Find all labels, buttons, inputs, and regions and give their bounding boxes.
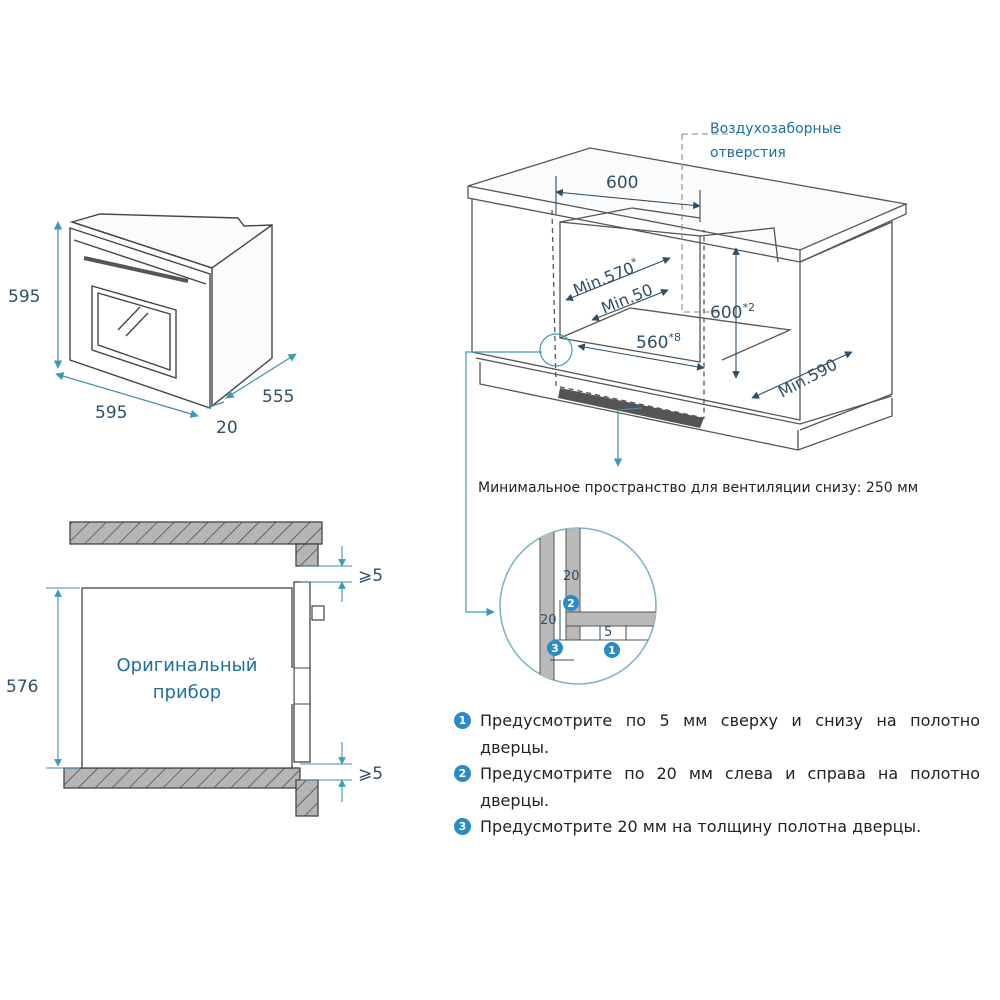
cabinet-height-600-label: 600*2 bbox=[710, 301, 755, 323]
note-2: 2 Предусмотрите по 20 мм слева и справа … bbox=[452, 761, 980, 814]
note-3: 3 Предусмотрите 20 мм на толщину полотна… bbox=[452, 814, 980, 841]
ventilation-gap bbox=[558, 388, 704, 428]
cabinet-dimension-lines bbox=[555, 176, 853, 399]
appliance-label-line1: Оригинальный bbox=[116, 655, 257, 676]
top-shelf bbox=[69, 521, 323, 545]
note-1-marker: 1 bbox=[454, 712, 471, 729]
ventilation-arrow bbox=[613, 407, 643, 467]
cross-section bbox=[63, 521, 325, 817]
svg-text:2: 2 bbox=[567, 597, 575, 610]
detail-marker-3: 3 bbox=[547, 640, 563, 656]
detail-20-left-label: 20 bbox=[540, 613, 557, 628]
ventilation-caption: Минимальное пространство для вентиляции … bbox=[478, 480, 918, 496]
top-shelf-post bbox=[295, 543, 319, 567]
appliance-body bbox=[81, 587, 293, 769]
note-3-marker: 3 bbox=[454, 818, 471, 835]
air-intake-label-line1: Воздухозаборные bbox=[710, 121, 841, 137]
oven-illustration bbox=[69, 213, 273, 409]
detail-marker-1: 1 bbox=[604, 642, 620, 658]
note-3-text: Предусмотрите 20 мм на толщину полотна д… bbox=[480, 817, 922, 836]
oven-dimension-lines bbox=[53, 221, 297, 418]
section-height-label: 576 bbox=[6, 677, 38, 697]
door-handle bbox=[311, 605, 325, 621]
air-intake-indicator bbox=[681, 133, 728, 313]
appliance-door bbox=[293, 581, 311, 763]
ventilation-slot bbox=[0, 0, 1, 1]
cabinet-min590-label: Min.590 bbox=[775, 355, 840, 402]
appliance-label-line2: прибор bbox=[153, 682, 221, 703]
oven-depth-label: 555 bbox=[262, 387, 294, 407]
section-dimension-lines bbox=[46, 546, 352, 802]
cabinet-width-560-label: 560*8 bbox=[636, 331, 681, 353]
cabinet-width-600-label: 600 bbox=[606, 173, 638, 193]
note-2-marker: 2 bbox=[454, 765, 471, 782]
oven-height-label: 595 bbox=[8, 287, 40, 307]
svg-text:1: 1 bbox=[608, 644, 616, 657]
bottom-shelf-post bbox=[295, 779, 319, 817]
detail-5-label: 5 bbox=[604, 625, 612, 640]
oven-front-label: 20 bbox=[216, 418, 238, 438]
cabinet-illustration bbox=[467, 147, 909, 451]
bottom-shelf bbox=[63, 767, 301, 789]
installation-notes: 1 Предусмотрите по 5 мм сверху и снизу н… bbox=[452, 708, 980, 841]
air-intake-label-line2: отверстия bbox=[710, 145, 786, 161]
note-2-text: Предусмотрите по 20 мм слева и справа на… bbox=[480, 764, 980, 810]
detail-marker-2: 2 bbox=[563, 595, 579, 611]
section-gap-top-label: ⩾5 bbox=[358, 566, 383, 586]
note-1-text: Предусмотрите по 5 мм сверху и снизу на … bbox=[480, 711, 980, 757]
detail-leader bbox=[465, 333, 573, 617]
section-gap-bottom-label: ⩾5 bbox=[358, 764, 383, 784]
note-1: 1 Предусмотрите по 5 мм сверху и снизу н… bbox=[452, 708, 980, 761]
detail-magnifier: 20 20 5 2 3 1 bbox=[499, 527, 657, 685]
svg-text:3: 3 bbox=[551, 642, 559, 655]
detail-20-top-label: 20 bbox=[563, 569, 580, 584]
oven-width-label: 595 bbox=[95, 403, 127, 423]
